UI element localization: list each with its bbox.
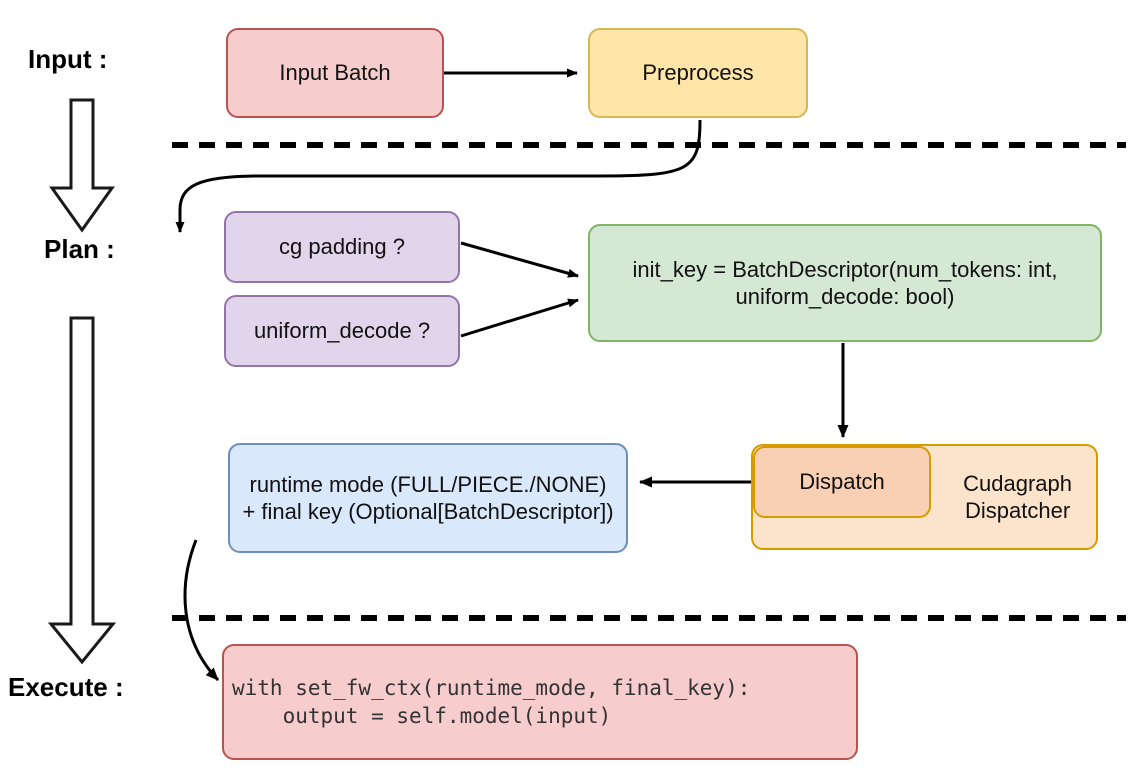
node-cg-padding-label: cg padding ? bbox=[279, 234, 405, 260]
node-execute-code[interactable]: with set_fw_ctx(runtime_mode, final_key)… bbox=[222, 644, 858, 760]
stage-label-plan: Plan : bbox=[44, 234, 115, 264]
node-dispatch-label: Dispatch bbox=[799, 469, 885, 495]
connector-cg-padding-to-init-key bbox=[460, 241, 579, 278]
stage-label-input: Input : bbox=[28, 44, 108, 74]
node-dispatch[interactable]: Dispatch bbox=[753, 446, 931, 518]
node-input-batch-label: Input Batch bbox=[279, 60, 391, 86]
node-uniform-decode[interactable]: uniform_decode ? bbox=[224, 295, 460, 367]
node-preprocess-label: Preprocess bbox=[642, 60, 754, 86]
connector-uniform-decode-to-init-key bbox=[460, 298, 579, 338]
stage-label-execute: Execute : bbox=[8, 672, 124, 702]
node-cudagraph-dispatcher-label: Cudagraph Dispatcher bbox=[963, 470, 1072, 524]
connector-runtime-mode-to-execute-code bbox=[183, 539, 220, 682]
node-execute-code-label: with set_fw_ctx(runtime_mode, final_key)… bbox=[232, 675, 751, 728]
flow-arrow-input-to-plan bbox=[49, 98, 115, 233]
node-init-key-label: init_key = BatchDescriptor(num_tokens: i… bbox=[632, 256, 1058, 310]
node-runtime-mode[interactable]: runtime mode (FULL/PIECE./NONE) + final … bbox=[228, 443, 628, 553]
node-init-key[interactable]: init_key = BatchDescriptor(num_tokens: i… bbox=[588, 224, 1102, 342]
node-preprocess[interactable]: Preprocess bbox=[588, 28, 808, 118]
flow-arrow-plan-to-execute bbox=[47, 316, 117, 665]
node-cg-padding[interactable]: cg padding ? bbox=[224, 211, 460, 283]
node-runtime-mode-label: runtime mode (FULL/PIECE./NONE) + final … bbox=[242, 471, 614, 525]
node-input-batch[interactable]: Input Batch bbox=[226, 28, 444, 118]
node-uniform-decode-label: uniform_decode ? bbox=[253, 318, 431, 344]
